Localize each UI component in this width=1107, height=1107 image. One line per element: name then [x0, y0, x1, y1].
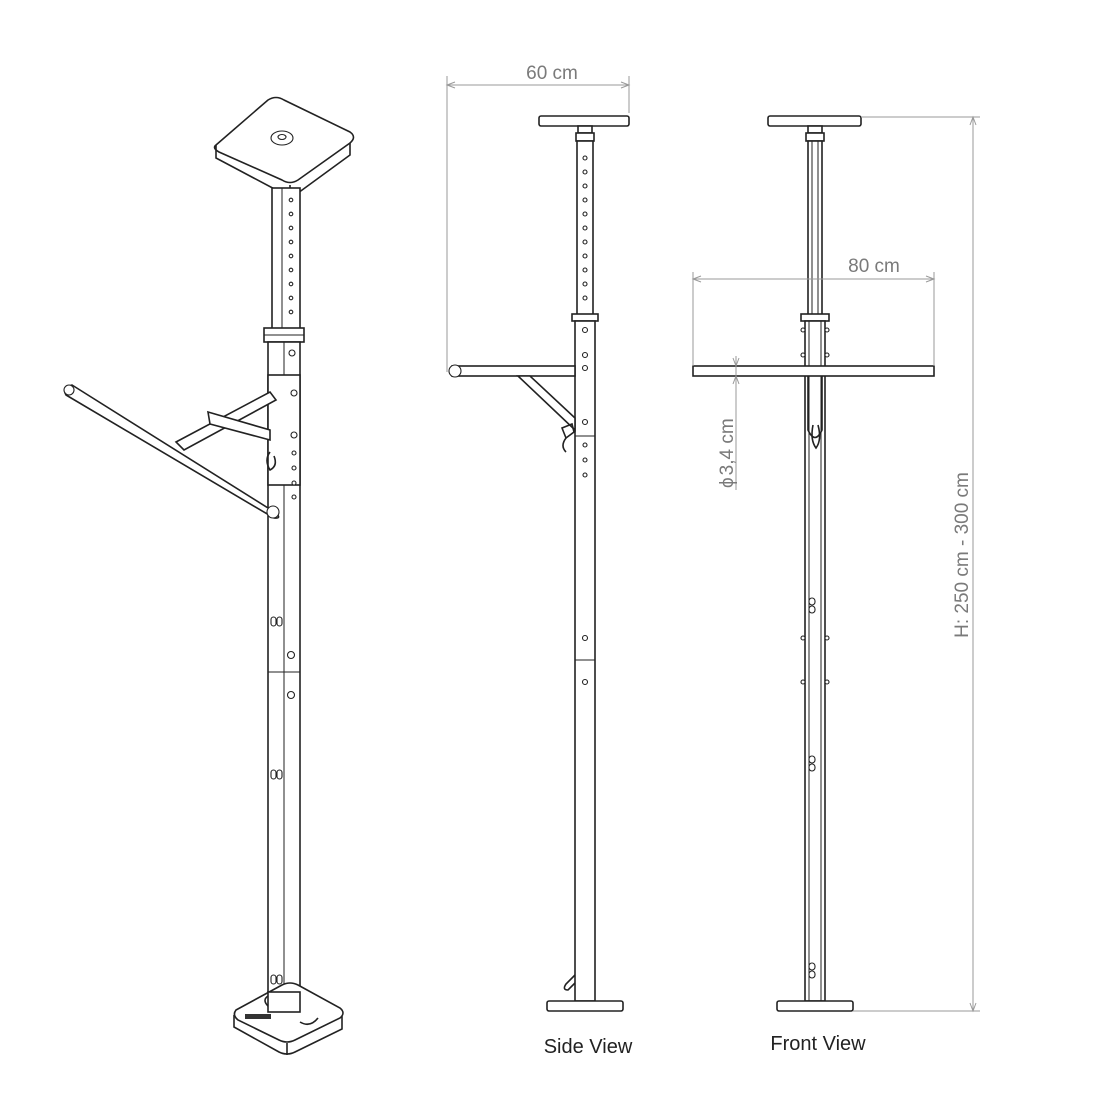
- front-collar: [800, 313, 830, 322]
- front-view-caption: Front View: [770, 1033, 866, 1055]
- side-inner-tube: [576, 140, 594, 318]
- side-outer-tube: [574, 320, 596, 1002]
- top-width-label: 60 cm: [526, 63, 578, 84]
- front-outer-tube: [800, 320, 830, 1002]
- front-pullup-bar: [692, 365, 935, 377]
- dimension-top-width: 60 cm: [445, 63, 631, 372]
- side-view: 60 cm: [445, 63, 633, 1058]
- height-range-label: H: 250 cm - 300 cm: [952, 472, 973, 638]
- front-top-plate: [767, 115, 862, 127]
- perspective-pullup-bar: [63, 384, 280, 519]
- front-inner-tube: [807, 140, 823, 318]
- side-base-plate: [546, 1000, 624, 1012]
- perspective-view: [63, 96, 355, 1055]
- dimension-bar-diameter: ϕ3,4 cm: [717, 356, 740, 490]
- front-base-plate: [776, 1000, 854, 1012]
- perspective-inner-tube: [271, 187, 301, 337]
- front-view: Front View 80 cm ϕ3,4 cm H: 250 cm - 300…: [691, 115, 980, 1055]
- side-swivel: [577, 125, 593, 134]
- dimension-bar-width: 80 cm: [691, 256, 936, 366]
- side-view-caption: Side View: [544, 1036, 633, 1058]
- perspective-base-plate: [233, 982, 344, 1055]
- perspective-outer-tube: [267, 341, 301, 993]
- perspective-adjust-holes: [288, 197, 294, 315]
- logo-mark: [245, 1014, 271, 1019]
- perspective-top-plate: [213, 96, 355, 198]
- side-top-plate: [538, 115, 630, 127]
- front-bar-bracket: [807, 376, 823, 439]
- side-pullup-bar: [448, 364, 576, 453]
- front-swivel: [807, 125, 823, 134]
- bar-width-label: 80 cm: [848, 256, 900, 277]
- bar-diameter-label: ϕ3,4 cm: [717, 418, 738, 488]
- dimension-height: H: 250 cm - 300 cm: [853, 115, 980, 1013]
- side-collar: [571, 313, 599, 322]
